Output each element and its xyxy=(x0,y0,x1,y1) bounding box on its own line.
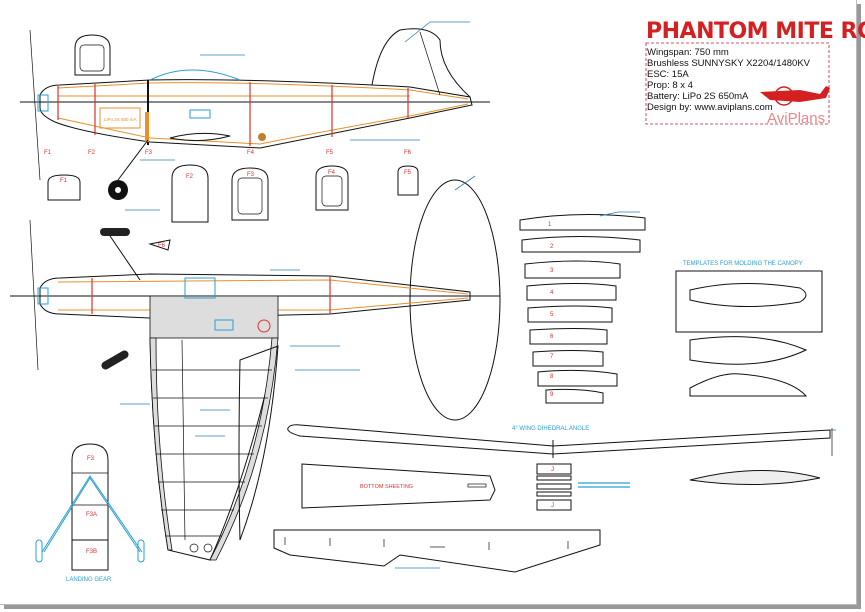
former-label: F6 xyxy=(158,243,166,249)
wing-planform xyxy=(273,529,601,573)
spec-motor: Brushless SUNNYSKY X2204/1480KV xyxy=(647,58,811,69)
battery-label: LiPo 2S 650 mA xyxy=(104,117,137,122)
gear-part-label: F3A xyxy=(86,512,97,518)
wing-front-view: 4° WING DIHEDRAL ANGLE xyxy=(287,424,836,458)
rib-label: 3 xyxy=(550,268,554,274)
logo-text: AviPlans xyxy=(767,110,825,127)
former-label: F1 xyxy=(60,178,68,184)
spec-designer: Design by: www.aviplans.com xyxy=(647,102,773,113)
airfoil-section xyxy=(689,470,821,486)
rib-label: 2 xyxy=(550,244,554,250)
spec-esc: ESC: 15A xyxy=(647,69,689,80)
station-label: F3 xyxy=(145,150,153,156)
bottom-sheeting: BOTTOM SHEETING xyxy=(301,463,496,509)
fuselage-top-view xyxy=(10,219,500,561)
canopy-templates: TEMPLATES FOR MOLDING THE CANOPY xyxy=(675,261,823,397)
rudder-template xyxy=(409,179,501,421)
gear-part-label: F3 xyxy=(87,456,95,462)
aviplans-logo: AviPlans xyxy=(760,86,830,127)
logo-plane-icon xyxy=(760,86,830,102)
formers-top: F1 F2 F3 F4 F5 F6 xyxy=(47,34,419,251)
rib-label: 8 xyxy=(550,374,554,380)
station-label: F6 xyxy=(404,150,412,156)
landing-gear-detail: F3 F3A F3B LANDING GEAR xyxy=(35,443,145,583)
spec-list: Wingspan: 750 mm Brushless SUNNYSKY X220… xyxy=(647,47,811,113)
station-label: F2 xyxy=(88,150,96,156)
canopy-templates-heading: TEMPLATES FOR MOLDING THE CANOPY xyxy=(683,261,803,267)
station-label: F5 xyxy=(326,150,334,156)
plan-sheet xyxy=(0,0,857,605)
former-label: F5 xyxy=(404,170,412,176)
fuselage-side-view: LiPo 2S 650 mA F1 F2 F3 F4 F5 F6 xyxy=(20,21,490,211)
rib-label: 1 xyxy=(548,222,552,228)
rib-label: 6 xyxy=(550,334,554,340)
rib-label: 5 xyxy=(550,312,554,318)
plan-title: PHANTOM MITE RC xyxy=(646,19,865,44)
rib-label: 7 xyxy=(550,354,554,360)
bottom-sheeting-label: BOTTOM SHEETING xyxy=(360,484,413,490)
landing-gear-label: LANDING GEAR xyxy=(66,577,112,583)
rib-label: 4 xyxy=(550,290,554,296)
joiner-label: J xyxy=(551,503,554,509)
dihedral-label: 4° WING DIHEDRAL ANGLE xyxy=(512,426,589,432)
former-label: F2 xyxy=(186,174,194,180)
wing-joiners: J J xyxy=(536,463,630,511)
rib-label: 9 xyxy=(550,392,554,398)
former-label: F4 xyxy=(328,170,336,176)
station-label: F4 xyxy=(247,150,255,156)
former-label: F3 xyxy=(247,172,255,178)
station-label: F1 xyxy=(44,150,52,156)
gear-part-label: F3B xyxy=(86,549,97,555)
spec-wingspan: Wingspan: 750 mm xyxy=(647,47,729,58)
spec-prop: Prop: 8 x 4 xyxy=(647,80,693,91)
spec-battery: Battery: LiPo 2S 650mA xyxy=(647,91,749,102)
wing-ribs: 1 2 3 4 5 6 7 8 9 xyxy=(519,211,646,404)
spec-box xyxy=(645,42,830,125)
joiner-label: J xyxy=(551,467,554,473)
